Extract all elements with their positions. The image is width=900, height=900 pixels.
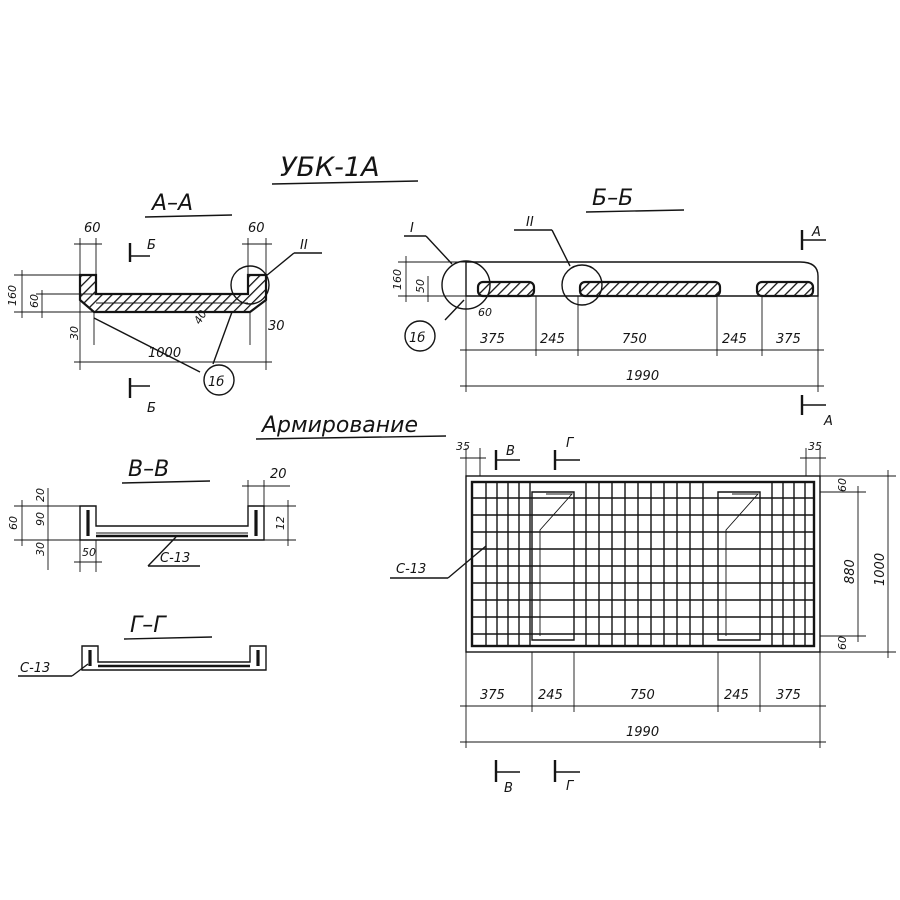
- drawing-title-group: УБК-1А: [271, 152, 419, 185]
- node-i-leader: [425, 235, 453, 265]
- aa-dim-height-label: 160: [6, 285, 19, 306]
- cut-label-b-bottom: Б: [147, 401, 156, 416]
- armirovanie-underline: [255, 435, 447, 440]
- bb-seg-4: 245: [722, 332, 747, 347]
- vv-dim-h3-label: 30: [34, 542, 47, 556]
- node-ii-bb-circle: [561, 264, 603, 306]
- gg-mesh-label: С-13: [20, 661, 50, 676]
- cut-label-a-top: А: [811, 225, 821, 240]
- vv-dim-bottom-label: 50: [82, 546, 96, 559]
- bb-seg-1: 375: [480, 332, 505, 347]
- bb-dim-height-label: 160: [391, 269, 404, 290]
- bb-dim-small-label: 60: [478, 306, 492, 319]
- opening-left: [531, 491, 575, 641]
- cut-label-v-bottom: В: [504, 781, 513, 796]
- aa-profile: [78, 273, 268, 314]
- aa-dim-slab-label: 40: [191, 308, 209, 327]
- node-ii-bb-label: II: [526, 215, 534, 230]
- drawing-title: УБК-1А: [280, 152, 380, 183]
- bb-dim-inner-label: 50: [414, 279, 427, 293]
- arm-outline: [465, 475, 821, 653]
- reinforcement-plan: В Г 35 35 С-13 1000 880 60: [390, 436, 896, 796]
- bb-outline: [465, 261, 819, 297]
- bb-hatch-1: [476, 280, 536, 298]
- arm-dim-right-edge-label: 35: [808, 440, 822, 453]
- bb-seg-3: 750: [622, 332, 647, 347]
- detail-1b-leader-2: [212, 311, 233, 365]
- cut-label-v-top: В: [506, 444, 515, 459]
- aa-dim-inner-label: 60: [28, 294, 41, 308]
- arm-seg-3: 750: [630, 688, 655, 703]
- section-aa-title: А–А: [150, 191, 193, 216]
- arm-seg-4: 245: [724, 688, 749, 703]
- section-bb-title: Б–Б: [592, 186, 633, 211]
- aa-dim-bottomright-label: 30: [268, 319, 285, 334]
- bb-detail-leader: [444, 299, 465, 321]
- arm-seg-5: 375: [776, 688, 801, 703]
- opening-right-slash: [725, 493, 760, 636]
- section-aa: А–А Б Б II 60 60 160 60: [6, 191, 322, 416]
- bb-hatch-3: [755, 280, 815, 298]
- arm-dim-edge-top-label: 60: [836, 478, 849, 492]
- aa-dim-topright-label: 60: [248, 221, 265, 236]
- node-ii-bb-leader: [551, 229, 571, 267]
- vv-dim-total-label: 60: [7, 516, 20, 530]
- arm-dim-edge-bottom-label: 60: [836, 636, 849, 650]
- vv-dim-rightside-label: 12: [274, 516, 287, 530]
- section-gg: Г–Г С-13: [18, 613, 267, 677]
- arm-dim-total-label: 1990: [626, 725, 659, 740]
- armirovanie-heading: Армирование: [260, 413, 418, 438]
- arm-seg-1: 375: [480, 688, 505, 703]
- bb-dim-total-label: 1990: [626, 369, 659, 384]
- cut-label-g-bottom: Г: [566, 779, 575, 794]
- arm-dim-width-inner-label: 880: [843, 559, 858, 584]
- title-underline: [271, 180, 419, 185]
- detail-1b-leader-1: [93, 317, 201, 373]
- arm-dim-width-total-label: 1000: [873, 553, 888, 586]
- arm-mesh-border: [470, 480, 816, 648]
- section-vv-underline: [121, 480, 211, 484]
- bb-detail-label: 1б: [409, 331, 425, 346]
- arm-seg-2: 245: [538, 688, 563, 703]
- cut-label-a-bottom: А: [823, 414, 833, 429]
- vv-dim-topright-label: 20: [270, 467, 287, 482]
- aa-dim-bottomleft-label: 30: [68, 326, 81, 340]
- arm-mesh-label: С-13: [396, 562, 426, 577]
- arm-dim-left-edge-label: 35: [456, 440, 470, 453]
- cut-label-b-top: Б: [147, 238, 156, 253]
- bb-seg-2: 245: [540, 332, 565, 347]
- section-vv: В–В 60 20 90 30 20 12 50 С-13: [7, 457, 296, 572]
- section-gg-title: Г–Г: [130, 613, 167, 638]
- gg-profile: [81, 645, 267, 671]
- section-bb-underline: [585, 209, 685, 213]
- section-bb: Б–Б А А I II 160 50 60: [391, 186, 833, 429]
- gg-mesh-leader: [71, 663, 89, 677]
- node-i-label: I: [410, 221, 414, 236]
- detail-1b-circle: [203, 364, 235, 396]
- node-ii-label: II: [300, 238, 308, 253]
- section-aa-underline: [144, 214, 233, 218]
- node-ii-circle: [230, 265, 270, 305]
- detail-1b-label: 1б: [208, 375, 224, 390]
- opening-left-slash: [539, 493, 574, 636]
- node-ii-leader: [265, 252, 295, 277]
- vv-mesh-label: С-13: [160, 551, 190, 566]
- bb-hatch-2: [578, 280, 722, 298]
- vv-mesh-leader: [147, 536, 177, 567]
- vv-dim-h1-label: 20: [34, 488, 47, 502]
- section-gg-underline: [123, 636, 213, 640]
- vv-dim-h2-label: 90: [34, 512, 47, 526]
- mesh-grid: [472, 482, 814, 646]
- aa-dim-topleft-label: 60: [84, 221, 101, 236]
- bb-seg-5: 375: [776, 332, 801, 347]
- opening-right: [717, 491, 761, 641]
- armirovanie-heading-group: Армирование: [255, 413, 447, 440]
- cut-label-g-top: Г: [566, 436, 575, 451]
- section-vv-title: В–В: [128, 457, 169, 482]
- arm-mesh-leader: [447, 545, 487, 579]
- bb-detail-circle: [404, 320, 436, 352]
